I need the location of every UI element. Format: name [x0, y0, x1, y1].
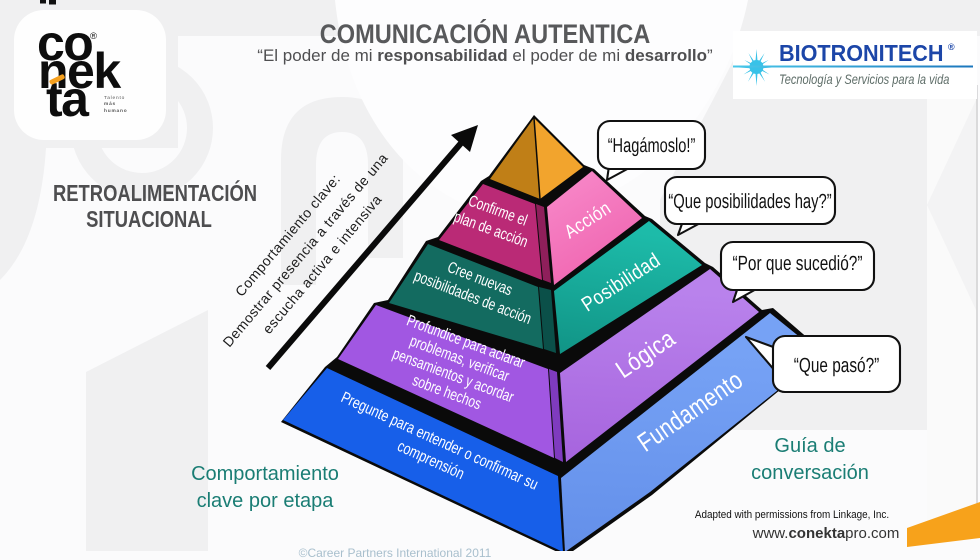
svg-text:“Por que sucedió?”: “Por que sucedió?” [733, 252, 863, 275]
svg-text:BIOTRONITECH: BIOTRONITECH [779, 40, 943, 66]
svg-text:Tecnología y Servicios para la: Tecnología y Servicios para la vida [779, 72, 950, 87]
svg-text:“Hagámoslo!”: “Hagámoslo!” [608, 135, 696, 157]
svg-text:“Que pasó?”: “Que pasó?” [794, 354, 880, 377]
svg-text:®: ® [948, 42, 955, 52]
svg-text:“Que posibilidades hay?”: “Que posibilidades hay?” [668, 190, 831, 213]
